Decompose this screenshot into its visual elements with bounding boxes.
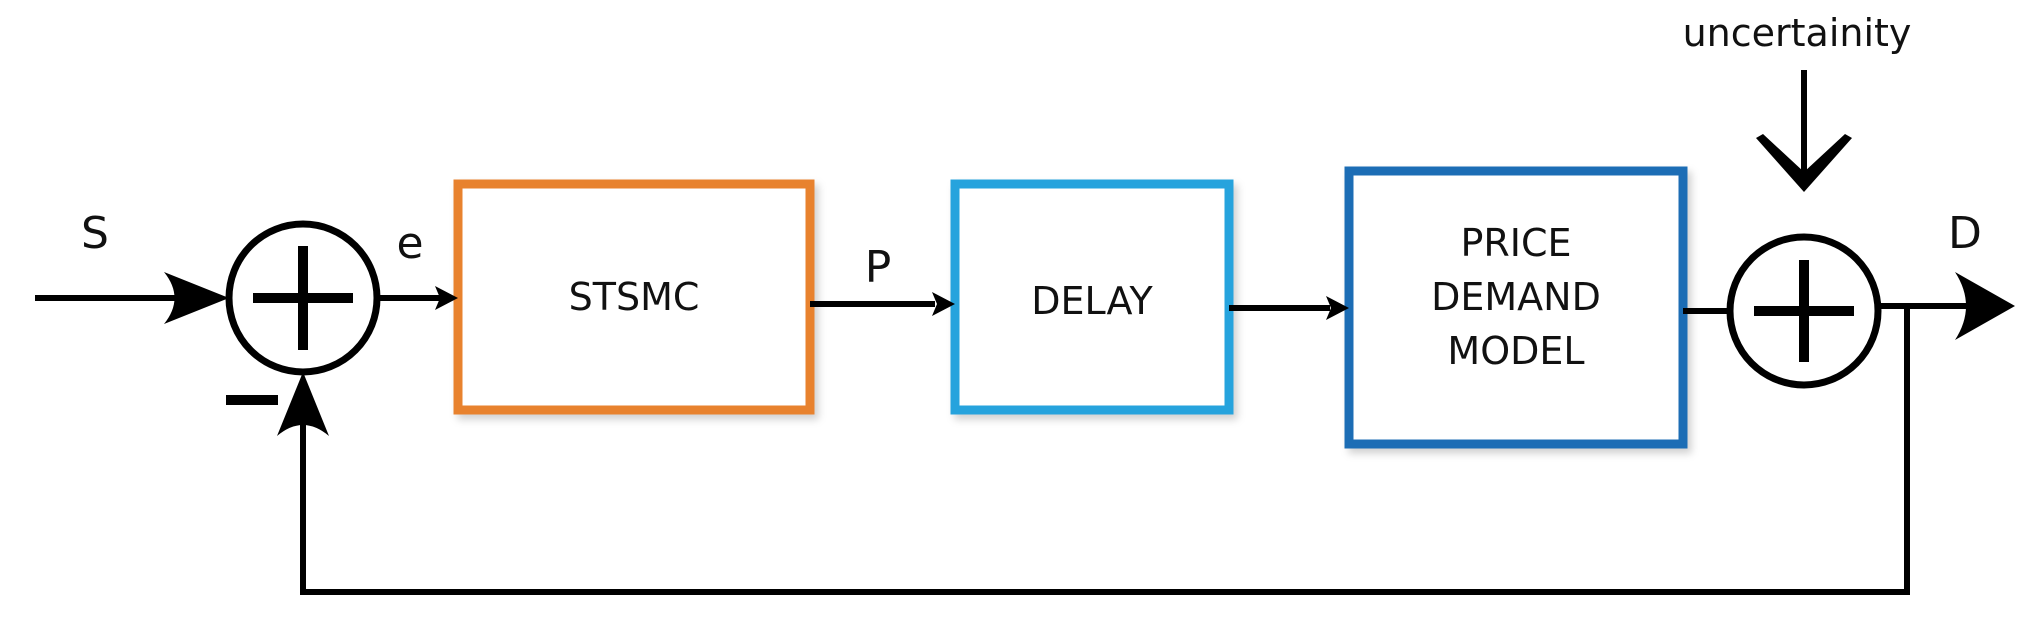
price-arrowhead [932, 292, 955, 316]
input-arrowhead [164, 272, 229, 324]
feedback-arrowhead [277, 372, 329, 436]
model-label-line-3: MODEL [1447, 329, 1584, 373]
input-signal-label: S [81, 208, 109, 259]
feedback-wire [300, 306, 1910, 595]
error-signal-label: e [396, 218, 423, 269]
model-label-line-1: PRICE [1460, 221, 1571, 265]
stsmc-block-frame [453, 179, 815, 415]
delay-block: DELAY [950, 179, 1234, 415]
stsmc-block-label: STSMC [569, 275, 700, 319]
summing-junction-1 [225, 220, 381, 376]
price-demand-model-block: PRICE DEMAND MODEL [1344, 166, 1688, 449]
output-arrowhead [1955, 272, 2015, 340]
uncertainty-label: uncertainity [1683, 11, 1912, 55]
price-signal-label: P [865, 242, 892, 293]
price-demand-model-block-frame [1344, 166, 1688, 449]
error-arrowhead [435, 286, 458, 310]
delay-block-frame [950, 179, 1234, 415]
uncertainty-arrowhead [1756, 134, 1852, 192]
delay-output-arrowhead [1326, 296, 1349, 320]
output-signal-label: D [1948, 208, 1982, 259]
delay-block-label: DELAY [1031, 279, 1153, 323]
model-label-line-2: DEMAND [1431, 275, 1601, 319]
stsmc-block: STSMC [453, 179, 815, 415]
summing-junction-2 [1726, 233, 1882, 389]
